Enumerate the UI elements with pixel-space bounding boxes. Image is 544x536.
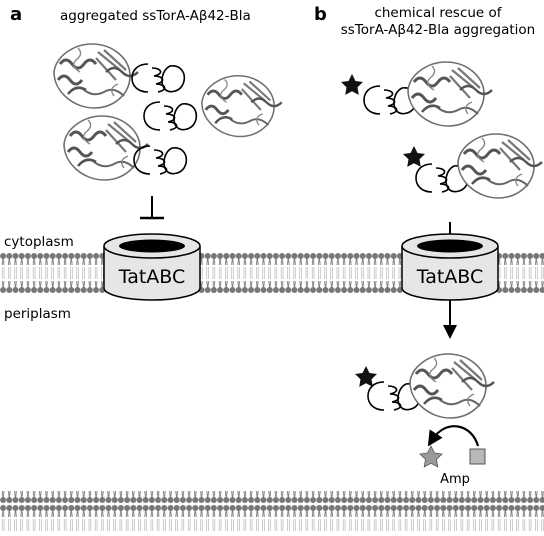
tatabc-channel-b <box>401 233 499 301</box>
rescued-monomer-1 <box>341 60 494 128</box>
abeta-coil <box>133 145 188 175</box>
square-icon <box>469 448 486 465</box>
bla-protein <box>408 352 496 420</box>
product-star-icon <box>419 445 443 468</box>
bla-protein <box>62 114 150 182</box>
star-icon <box>403 146 425 167</box>
tatabc-label-a: TatABC <box>118 266 186 288</box>
bla-protein <box>456 132 544 200</box>
abeta-coil <box>143 101 198 131</box>
abeta-coil <box>131 63 186 93</box>
amp-label: Amp <box>440 472 470 487</box>
rescued-monomer-2 <box>403 132 544 200</box>
outer-membrane <box>0 490 544 532</box>
exported-monomer <box>355 352 496 420</box>
panel-b-caption-line2: ssTorA-Aβ42-Bla aggregation <box>341 22 536 38</box>
panel-b-letter: b <box>314 4 327 25</box>
panel-a-caption: aggregated ssTorA-Aβ42-Bla <box>60 8 251 24</box>
star-icon <box>341 74 363 95</box>
t-bar-inhibition-icon <box>140 196 164 220</box>
panel-a-letter: a <box>10 4 22 25</box>
tatabc-channel-a <box>103 233 201 301</box>
panel-b-caption-line1: chemical rescue of <box>374 5 502 21</box>
bla-protein <box>406 60 494 128</box>
curved-arrow-icon <box>427 425 480 447</box>
bla-protein <box>200 74 284 138</box>
bla-protein <box>52 42 140 110</box>
cytoplasm-label: cytoplasm <box>4 234 74 250</box>
star-icon <box>355 366 377 387</box>
periplasm-label: periplasm <box>4 306 71 322</box>
tatabc-label-b: TatABC <box>416 266 484 288</box>
aggregate-cluster <box>52 42 284 182</box>
